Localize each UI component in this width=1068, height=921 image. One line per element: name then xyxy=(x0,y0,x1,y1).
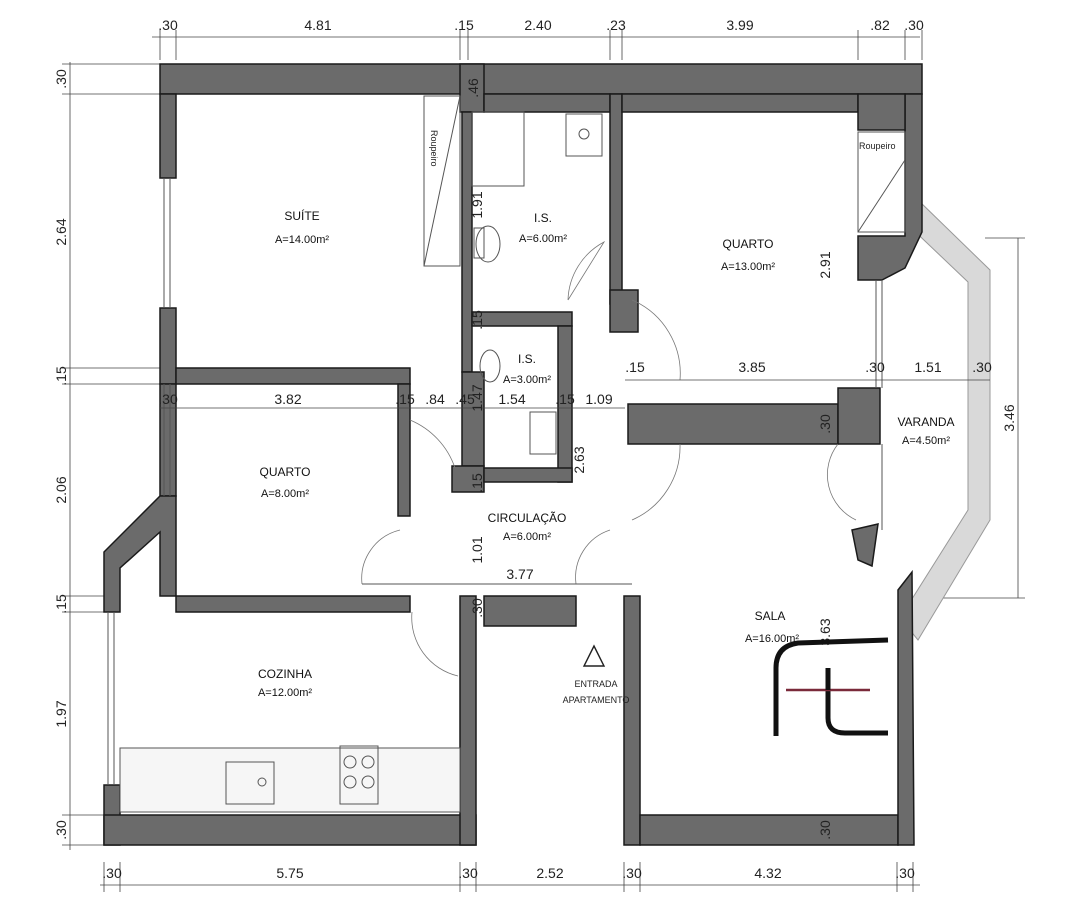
suite-wardrobe-label: Roupeiro xyxy=(429,130,439,167)
dim-top-2: 4.81 xyxy=(304,17,331,33)
quarto2-area: A=8.00m² xyxy=(261,488,309,500)
is2-name: I.S. xyxy=(518,352,536,366)
dim-015a: .15 xyxy=(469,310,485,330)
dim-101: 1.01 xyxy=(469,536,485,563)
dim-263: 2.63 xyxy=(571,446,587,473)
dim-mid-8: 1.09 xyxy=(585,391,612,407)
quarto2-name: QUARTO xyxy=(260,465,311,479)
cozinha-name: COZINHA xyxy=(258,667,312,681)
dim-top-6: 3.99 xyxy=(726,17,753,33)
dim-top-7: .82 xyxy=(870,17,890,33)
dim-bottom-4: 2.52 xyxy=(536,865,563,881)
dim-mid-11: .30 xyxy=(865,359,885,375)
top-dimension-chain: .30 4.81 .15 2.40 .23 3.99 .82 .30 xyxy=(152,17,924,60)
walls xyxy=(103,63,923,846)
is1-name: I.S. xyxy=(534,211,552,225)
circulacao-name: CIRCULAÇÃO xyxy=(488,511,567,525)
dim-left-1: .30 xyxy=(53,69,69,89)
dim-mid-9: .15 xyxy=(625,359,645,375)
dim-bottom-5: .30 xyxy=(622,865,642,881)
dim-mid-4: .84 xyxy=(425,391,445,407)
dim-left-3: .15 xyxy=(53,366,69,386)
suite-area: A=14.00m² xyxy=(275,234,329,246)
dim-bottom-1: .30 xyxy=(102,865,122,881)
quarto-wardrobe-label: Roupeiro xyxy=(859,141,896,151)
entrance-triangle-icon xyxy=(582,644,606,667)
entrance-label-1: ENTRADA xyxy=(574,679,617,689)
kitchen-counter xyxy=(119,745,461,813)
dim-bottom-6: 4.32 xyxy=(754,865,781,881)
sink-icon xyxy=(225,761,275,805)
bathroom-fixtures xyxy=(471,111,603,455)
dim-top-8: .30 xyxy=(904,17,924,33)
dim-191: 1.91 xyxy=(469,191,485,218)
entrance-label-2: APARTAMENTO xyxy=(563,695,630,705)
sala-name: SALA xyxy=(755,609,786,623)
left-dimension-chain: .30 2.64 .15 2.06 .15 1.97 .30 xyxy=(53,62,170,850)
varanda-name: VARANDA xyxy=(897,415,954,429)
dim-015b: .15 xyxy=(469,473,485,493)
dim-top-5: .23 xyxy=(606,17,626,33)
inner-dimensions: .46 1.91 .15 1.47 .15 2.63 1.01 3.77 .30… xyxy=(465,78,833,840)
bottom-dimension-chain: .30 5.75 .30 2.52 .30 4.32 .30 xyxy=(100,862,920,892)
dim-top-1: .30 xyxy=(158,17,178,33)
cozinha-area: A=12.00m² xyxy=(258,687,312,699)
is2-area: A=3.00m² xyxy=(503,374,551,386)
dim-mid-5: .45 xyxy=(455,391,475,407)
dim-mid-13: .30 xyxy=(972,359,992,375)
quarto-wardrobe: Roupeiro xyxy=(857,131,906,233)
dim-030b: .30 xyxy=(817,414,833,434)
sala-area: A=16.00m² xyxy=(745,633,799,645)
dim-left-7: .30 xyxy=(53,820,69,840)
dim-mid-10: 3.85 xyxy=(738,359,765,375)
quarto1-name: QUARTO xyxy=(723,237,774,251)
right-dimension: 3.46 xyxy=(940,237,1025,599)
dim-363: 3.63 xyxy=(817,618,833,645)
dim-147: 1.47 xyxy=(469,384,485,411)
dim-right-346: 3.46 xyxy=(1001,404,1017,431)
dim-mid-6: 1.54 xyxy=(498,391,525,407)
quarto1-area: A=13.00m² xyxy=(721,261,775,273)
dim-left-6: 1.97 xyxy=(53,700,69,727)
dim-mid-7: .15 xyxy=(555,391,575,407)
dim-046: .46 xyxy=(465,78,481,98)
dim-bottom-2: 5.75 xyxy=(276,865,303,881)
dim-mid-2: 3.82 xyxy=(274,391,301,407)
dim-left-2: 2.64 xyxy=(53,218,69,245)
room-labels: SUÍTE A=14.00m² I.S. A=6.00m² I.S. A=3.0… xyxy=(258,208,955,705)
varanda-area: A=4.50m² xyxy=(902,435,950,447)
mid-dimension-chain: .30 3.82 .15 .84 .45 1.54 .15 1.09 .15 3… xyxy=(158,359,992,409)
window-lines xyxy=(107,178,883,785)
dim-mid-12: 1.51 xyxy=(914,359,941,375)
dim-030c: .30 xyxy=(817,820,833,840)
logo xyxy=(773,637,889,736)
dim-left-5: .15 xyxy=(53,594,69,614)
dim-bottom-7: .30 xyxy=(895,865,915,881)
dim-mid-1: .30 xyxy=(158,391,178,407)
suite-wardrobe: Roupeiro xyxy=(423,95,461,267)
is1-area: A=6.00m² xyxy=(519,233,567,245)
dim-top-3: .15 xyxy=(454,17,474,33)
stove-icon xyxy=(339,745,379,805)
dim-mid-3: .15 xyxy=(395,391,415,407)
dim-291: 2.91 xyxy=(817,251,833,278)
suite-name: SUÍTE xyxy=(284,208,319,223)
dim-left-4: 2.06 xyxy=(53,476,69,503)
circulacao-area: A=6.00m² xyxy=(503,531,551,543)
dim-030a: .30 xyxy=(469,598,485,618)
dim-bottom-3: .30 xyxy=(458,865,478,881)
doors xyxy=(361,240,857,677)
dim-top-4: 2.40 xyxy=(524,17,551,33)
dim-377: 3.77 xyxy=(506,566,533,582)
